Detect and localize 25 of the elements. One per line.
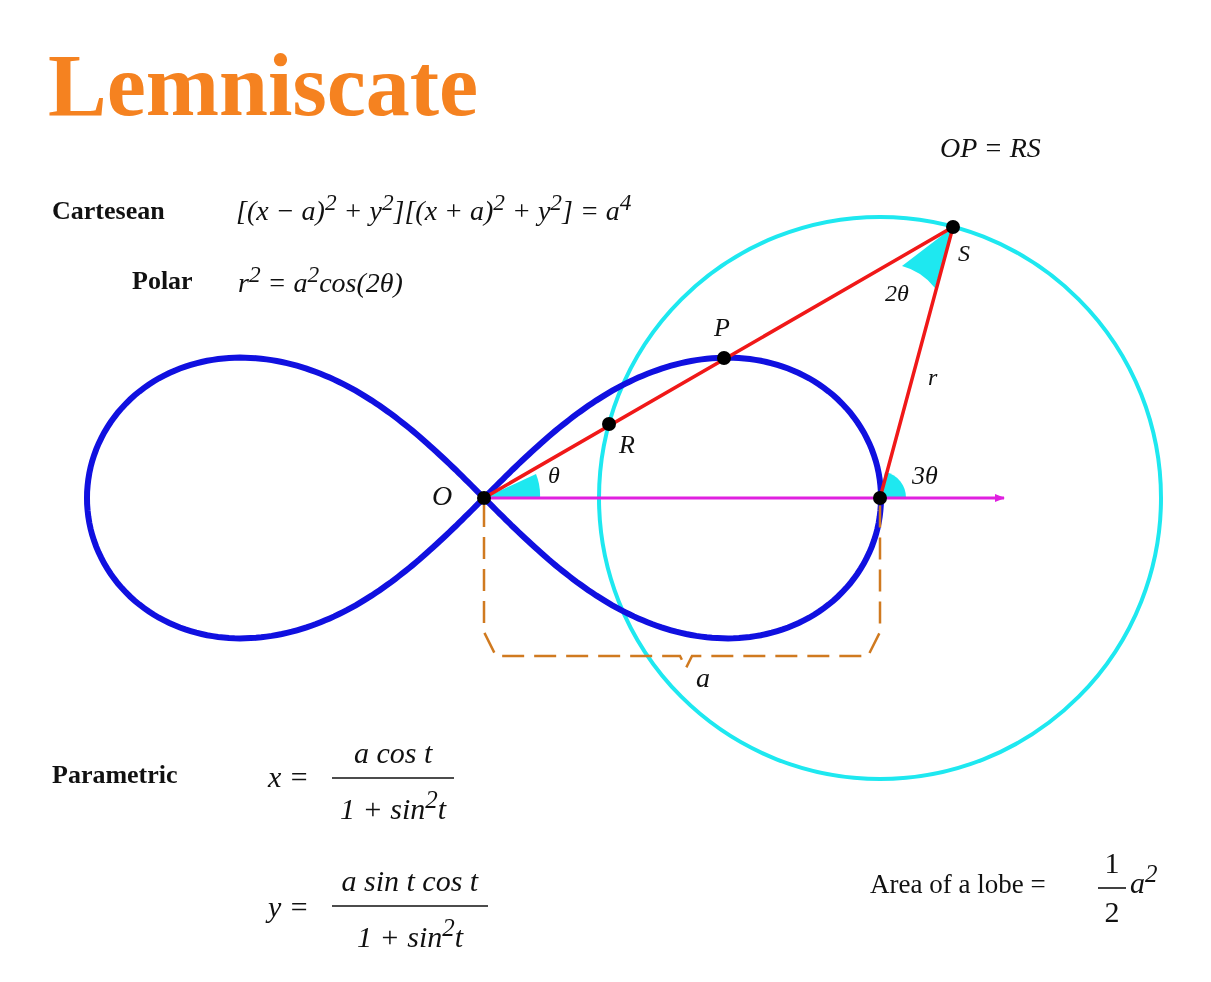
formula-heading: Cartesean (52, 197, 165, 226)
formula-text: x = (268, 760, 310, 793)
formula-heading: Parametric (52, 761, 178, 790)
point-label: R (619, 431, 635, 460)
formula-text: Area of a lobe = (870, 870, 1046, 900)
angle-label: 3θ (912, 462, 938, 491)
denominator-text: 1 + sin$^{2}$t (357, 914, 464, 953)
denominator-text: 1 + sin$^{2}$t (340, 786, 447, 825)
formula-text: a$^{2}$ (1130, 860, 1158, 899)
formula-text: [(x − a)$^{2}$ + y$^{2}$][(x + a)$^{2}$ + y$^{2}$] = a$^{4}$ (236, 190, 632, 228)
formula-text: r$^{2}$ = a$^{2}$cos(2θ) (238, 262, 403, 300)
point-label: O (432, 481, 453, 512)
title: Lemniscate (48, 38, 479, 135)
angle-label: θ (548, 462, 560, 489)
numerator-text: a cos t (354, 736, 433, 769)
formula-heading: Polar (132, 267, 193, 296)
segment-label: r (928, 364, 938, 391)
numerator-text: a sin t cos t (341, 864, 479, 897)
point-label: P (714, 314, 730, 343)
numerator-text: 1 (1104, 846, 1120, 879)
denominator-text: 2 (1104, 895, 1120, 928)
angle-label: 2θ (885, 280, 909, 307)
point-label: S (958, 240, 970, 267)
equation-text: OP = RS (940, 133, 1041, 164)
dimension-label: a (696, 663, 710, 694)
